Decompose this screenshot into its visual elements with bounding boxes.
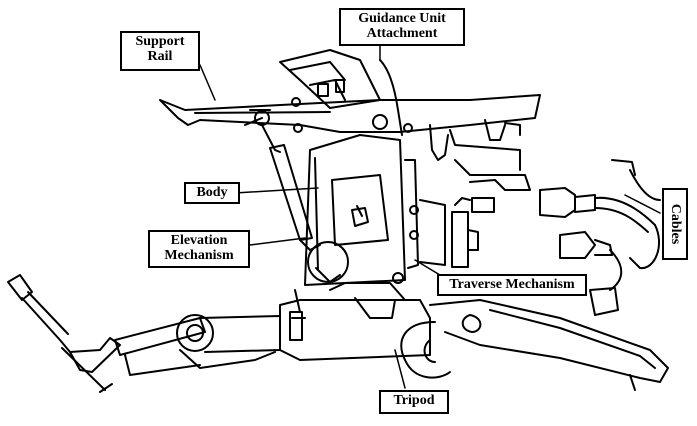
label-tripod: Tripod (379, 390, 449, 414)
tripod-label-text: Tripod (393, 393, 435, 408)
guidance-label-line1: Guidance Unit (358, 11, 446, 26)
label-body: Body (184, 182, 240, 204)
traverse-label-text: Traverse Mechanism (449, 277, 575, 292)
label-guidance-unit-attachment: Guidance Unit Attachment (339, 8, 465, 46)
support-label-line1: Support (135, 34, 185, 49)
body-label-text: Body (196, 185, 228, 200)
guidance-label-line2: Attachment (366, 26, 438, 41)
elevation-label-line2: Mechanism (164, 248, 234, 263)
tripod-drawing (7, 274, 669, 393)
support-label-line2: Rail (147, 49, 173, 64)
body-drawing (304, 134, 495, 286)
label-cables: Cables (662, 188, 688, 260)
label-support-rail: Support Rail (120, 31, 200, 71)
elevation-label-line1: Elevation (170, 233, 228, 248)
guidance-attachment-drawing (279, 49, 413, 136)
cables-drawing (539, 159, 661, 316)
support-rail-drawing (159, 94, 541, 191)
cables-label-text: Cables (668, 203, 683, 245)
label-elevation-mechanism: Elevation Mechanism (148, 230, 250, 268)
leader-lines (199, 44, 661, 389)
label-traverse-mechanism: Traverse Mechanism (437, 274, 587, 296)
elevation-mechanism-drawing (244, 109, 321, 251)
